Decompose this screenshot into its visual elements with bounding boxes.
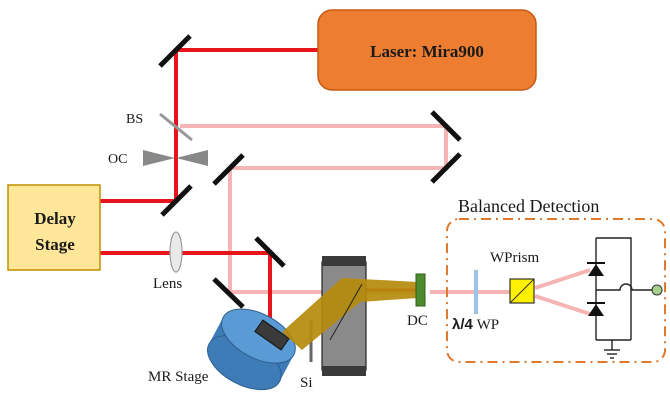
delay-stage-box (7, 184, 101, 271)
beam-splitter (159, 112, 193, 142)
laser-box (317, 9, 537, 91)
laser-label: Laser: Mira900 (370, 42, 484, 61)
mirror-right-red (254, 236, 286, 268)
photodiode-top-triangle (588, 264, 604, 276)
photodiode-top (587, 262, 605, 276)
chopper-left-blade (143, 150, 175, 166)
mirror-mid (212, 153, 245, 186)
dc-label: DC (407, 313, 428, 329)
balanced-detection-label: Balanced Detection (458, 196, 599, 216)
wprism-label: WPrism (490, 250, 540, 266)
pink-beam-path-top (180, 124, 448, 294)
crystal-block (282, 256, 418, 376)
qwp-label: λ/4 WP (452, 316, 499, 333)
crystal-diagonal (329, 283, 363, 341)
sample-holder (254, 319, 290, 351)
si-label: Si (300, 375, 313, 391)
mirrors (158, 34, 462, 309)
mirror-right-bottom (430, 152, 462, 184)
crystal-cap-top (322, 256, 366, 266)
mr-stage-label: MR Stage (148, 369, 209, 385)
qwp-label-fraction: λ/4 (452, 316, 474, 333)
mirror-top (158, 34, 192, 68)
dc-element (415, 273, 426, 307)
pink-beam (180, 124, 591, 316)
photodiode-bottom-triangle (588, 304, 604, 316)
wollaston-prism (509, 278, 535, 304)
chopper-right-blade (176, 150, 208, 166)
oc-label: OC (108, 152, 127, 167)
circuit-top-wire (596, 237, 632, 340)
mr-stage-top (221, 308, 296, 364)
mirror-bottom (212, 277, 245, 309)
photodiode-bottom (587, 302, 605, 316)
bs-label: BS (126, 112, 143, 127)
pink-beam-split-up (534, 268, 591, 290)
pink-beam-split-down (534, 294, 591, 316)
qwp-label-wp: WP (473, 317, 499, 333)
crystal-beam-region (282, 278, 418, 350)
mr-stage (207, 308, 296, 391)
delay-stage: Delay Stage (7, 184, 101, 271)
photodiode-circuit (595, 237, 652, 359)
delay-stage-label-line2: Stage (35, 235, 75, 254)
optical-chopper (143, 150, 208, 166)
output-terminal (651, 284, 663, 296)
lens (169, 231, 183, 273)
circuit-output-wire (596, 283, 652, 291)
mirror-right-top (430, 110, 462, 142)
laser-source: Laser: Mira900 (317, 9, 537, 91)
lens-label: Lens (153, 276, 182, 292)
wprism-diagonal (509, 278, 535, 304)
crystal-cap-bottom (322, 366, 366, 376)
mirror-left-delay (160, 184, 193, 217)
delay-stage-label-line1: Delay (34, 209, 76, 228)
balanced-detection-box (446, 218, 666, 363)
